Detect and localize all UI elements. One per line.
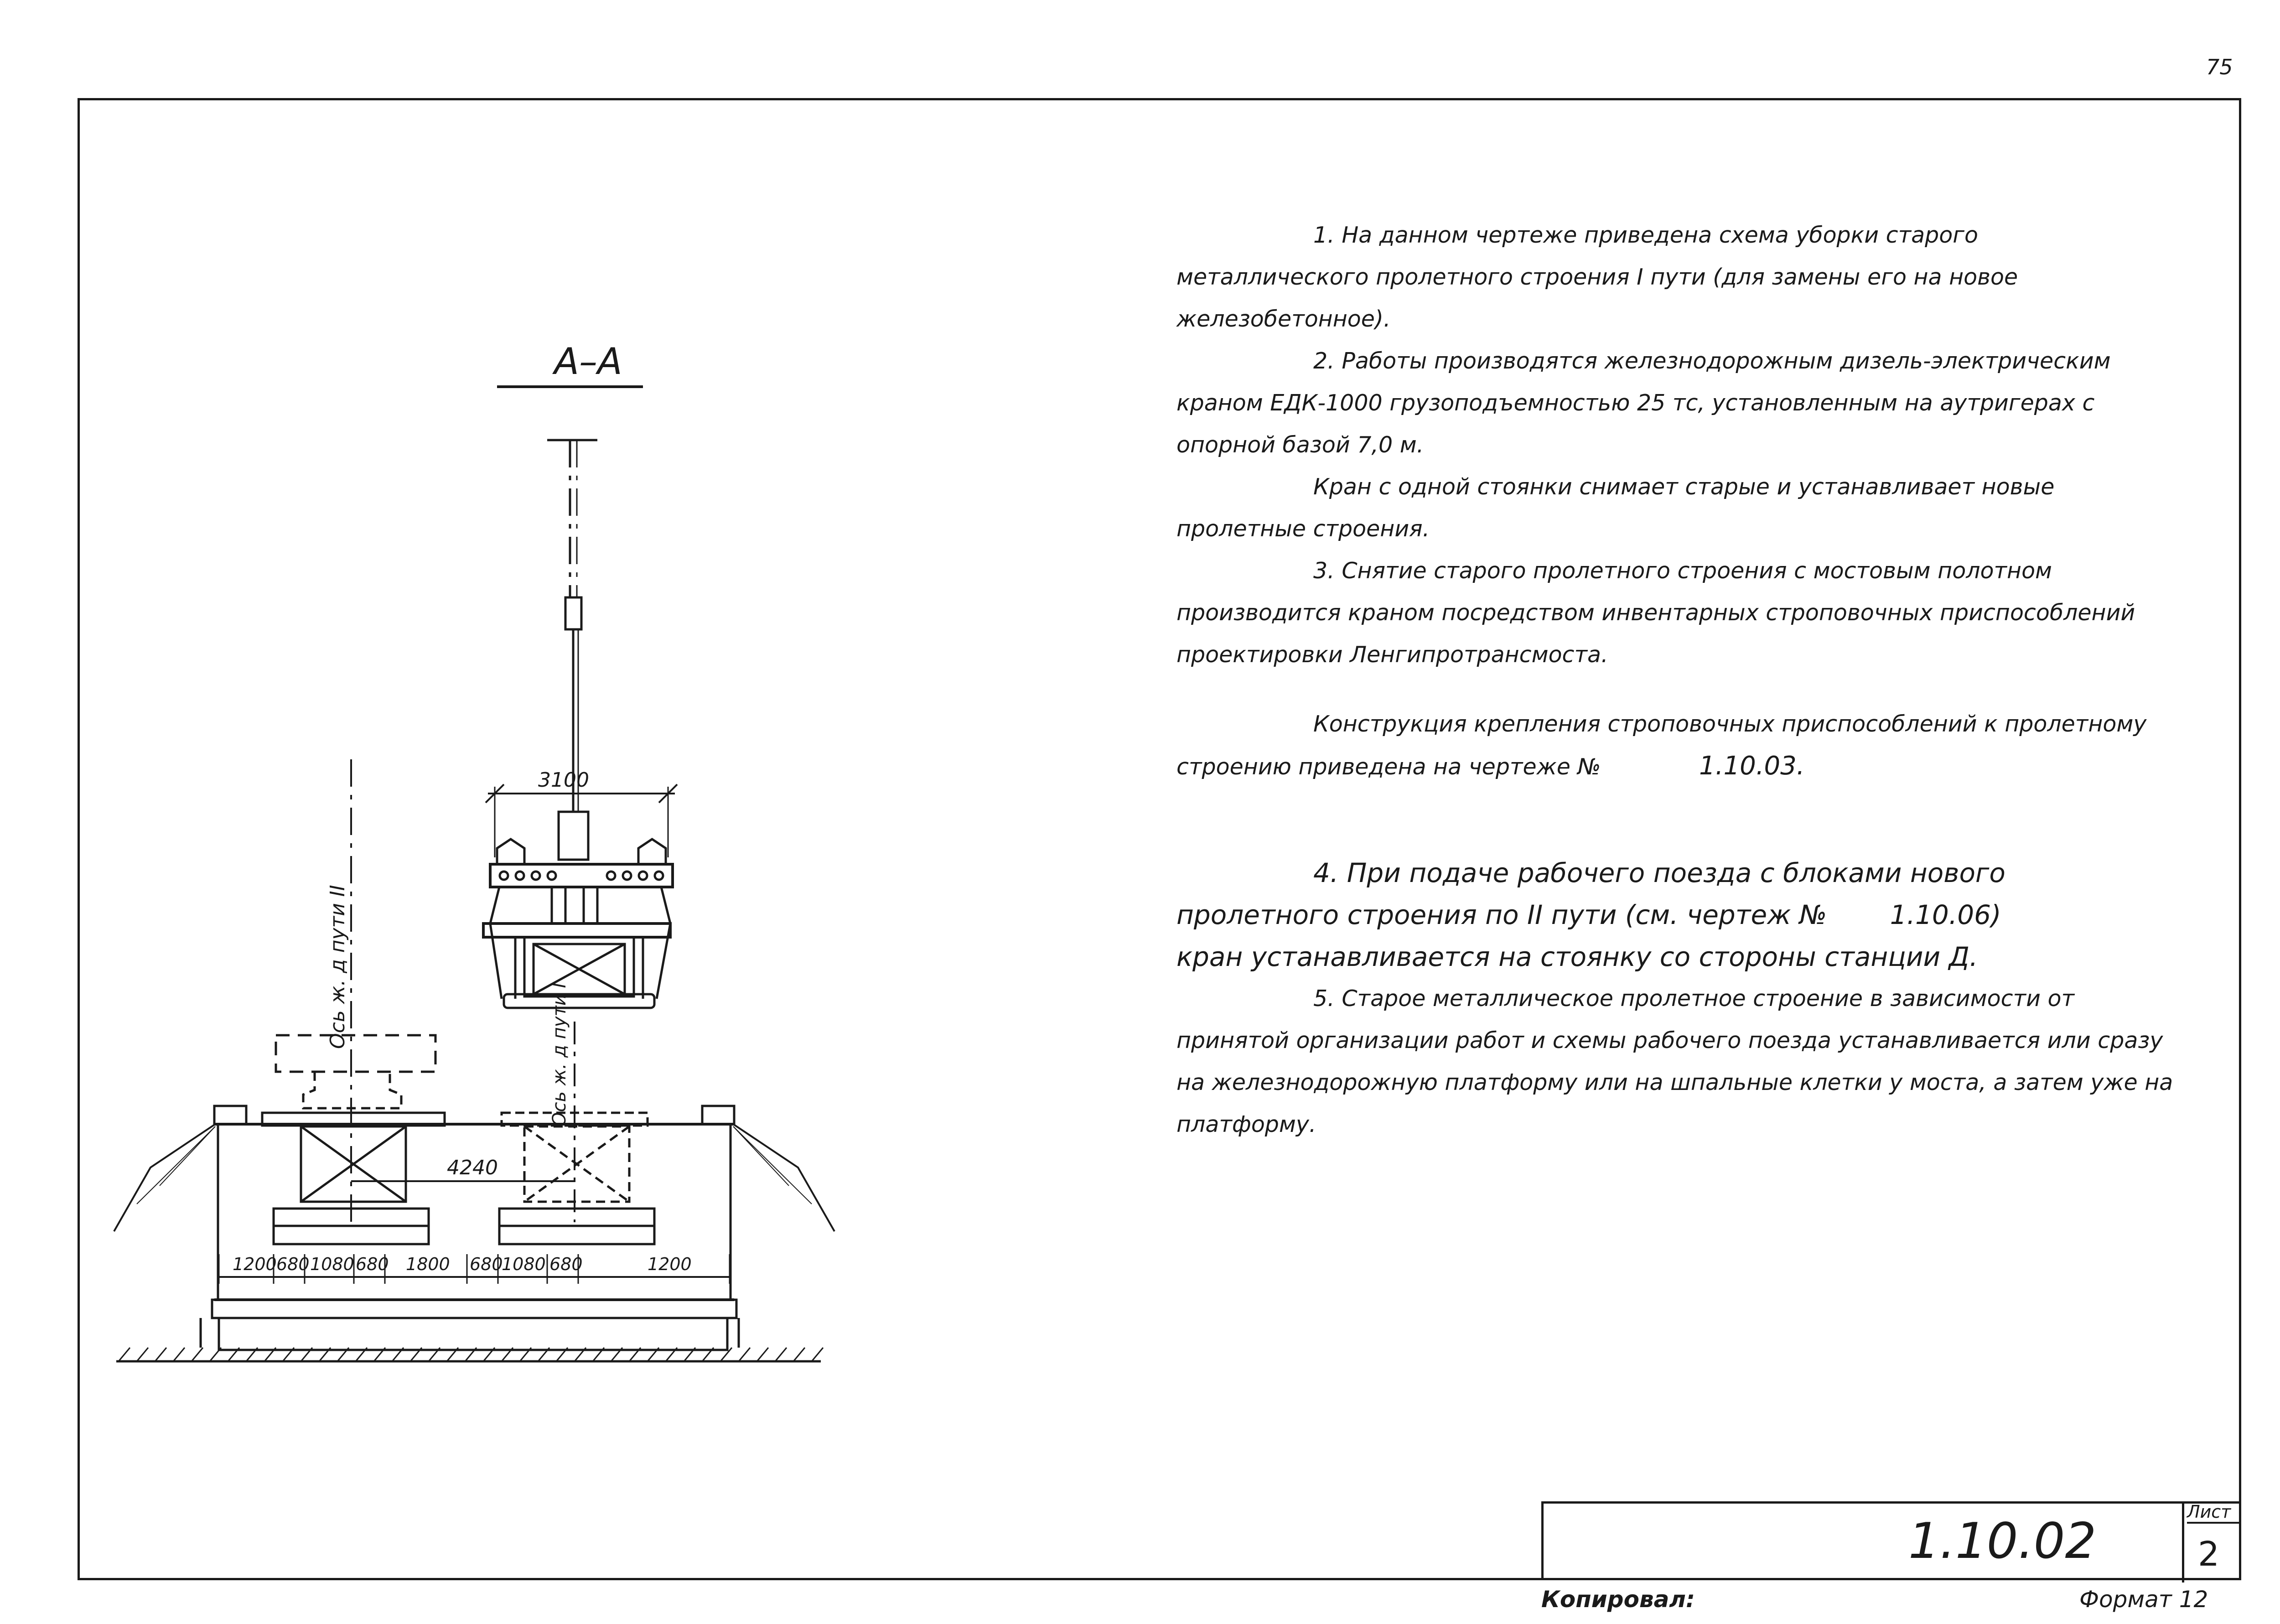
note-4: 4. При подаче рабочего поезда с блоками … [1176, 852, 2175, 936]
page-number: 75 [2206, 55, 2233, 79]
dimension-label: 680 [470, 1254, 503, 1274]
drawing-frame [78, 98, 2241, 1580]
crane-hook [547, 439, 597, 812]
note-2b: Кран с одной стоянки снимает старые и ус… [1176, 474, 2055, 542]
note-4-end: кран устанавливается на стоянку со сторо… [1176, 941, 1978, 972]
dimension-label: 680 [549, 1254, 583, 1274]
dimension-label: 3100 [538, 768, 589, 792]
dimension-label: 680 [356, 1254, 389, 1274]
sheet-label: Лист [2187, 1502, 2241, 1524]
note-3: 3. Снятие старого пролетного строения с … [1176, 558, 2135, 668]
note-1: 1. На данном чертеже приведена схема убо… [1176, 222, 2018, 332]
spreader-beam [482, 810, 674, 1009]
note-5: 5. Старое металлическое пролетное строен… [1176, 986, 2173, 1137]
section-title: А–А [552, 340, 622, 383]
dimension-label: 1200 [648, 1254, 692, 1274]
dimension-spreader [485, 783, 678, 857]
dimension-label: 1200 [233, 1254, 277, 1274]
note-3b-ref: 1.10.03. [1699, 751, 1805, 781]
track-2-axis-label: Ось ж. д пути II [326, 885, 349, 1049]
note-4-text: 4. При подаче рабочего поезда с блоками … [1176, 857, 2005, 930]
note-4-ref: 1.10.06) [1890, 899, 2001, 930]
note-3b: Конструкция крепления строповочных присп… [1176, 703, 2175, 788]
note-2: 2. Работы производятся железнодорожным д… [1176, 348, 2111, 458]
dimension-label: 1080 [310, 1254, 354, 1274]
explanatory-notes: 1. На данном чертеже приведена схема убо… [1176, 214, 2175, 1146]
format-label: Формат 12 [2079, 1586, 2208, 1613]
track-1-axis-label: Ось ж. д пути I [549, 983, 570, 1126]
sheet-cell: Лист 2 [2182, 1502, 2241, 1582]
dimension-label: 1080 [502, 1254, 546, 1274]
copied-by-label: Копировал: [1541, 1586, 1695, 1613]
dimension-label: 1800 [406, 1254, 450, 1274]
sheet-number: 2 [2198, 1535, 2220, 1574]
note-3b-text: Конструкция крепления строповочных присп… [1176, 711, 2147, 780]
dimension-label: 4240 [447, 1156, 498, 1179]
pier-structure [113, 1034, 835, 1363]
drawing-code: 1.10.02 [1908, 1513, 2097, 1570]
dimension-label: 680 [276, 1254, 310, 1274]
title-block: 1.10.02 Лист 2 [1541, 1501, 2241, 1582]
